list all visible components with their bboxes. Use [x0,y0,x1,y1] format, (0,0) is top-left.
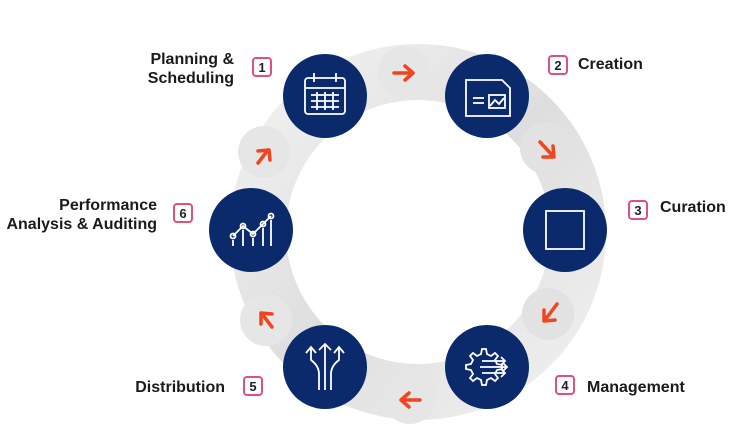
step-label-4: Management [587,378,685,397]
step-badge-3: 3 [628,200,648,220]
calendar-icon [304,73,346,115]
step-label-6-line-1: Performance [59,197,157,214]
step-label-5-line-1: Distribution [135,379,225,396]
arrow-2-to-3-icon [538,140,556,159]
ring-segment-shade [384,372,436,424]
step-badge-1: 1 [252,57,272,77]
step-node-3[interactable] [523,188,607,272]
step-label-2: Creation [578,55,643,74]
step-badge-5: 5 [243,376,263,396]
step-node-6[interactable] [209,188,293,272]
document-image-icon [465,79,511,117]
step-label-4-line-1: Management [587,379,685,396]
step-badge-6: 6 [173,203,193,223]
step-label-6-line-2: Analysis & Auditing [6,216,157,233]
step-node-4[interactable] [445,325,529,409]
step-label-5: Distribution [135,378,225,397]
arrow-4-to-5-icon [399,391,422,409]
arrow-6-to-1-icon [256,148,272,165]
step-node-1[interactable] [283,54,367,138]
step-label-3-line-1: Curation [660,199,726,216]
arrow-5-to-6-icon [259,311,274,329]
arrow-1-to-2-icon [392,64,415,82]
step-node-5[interactable] [283,325,367,409]
gear-arrows-icon [465,348,509,386]
step-badge-4: 4 [555,375,575,395]
square-frame-icon [545,210,585,250]
arrow-3-to-4-icon [542,302,559,323]
step-label-6: Performance Analysis & Auditing [6,196,157,234]
step-label-1: Planning & Scheduling [148,50,234,88]
step-label-3: Curation [660,198,726,217]
step-label-2-line-1: Creation [578,56,643,73]
step-label-1-line-2: Scheduling [147,70,234,87]
step-badge-2: 2 [548,55,568,75]
split-arrows-icon [305,342,345,390]
step-node-2[interactable] [445,54,529,138]
line-chart-icon [229,212,275,246]
step-label-1-line-1: Planning & [150,51,234,68]
